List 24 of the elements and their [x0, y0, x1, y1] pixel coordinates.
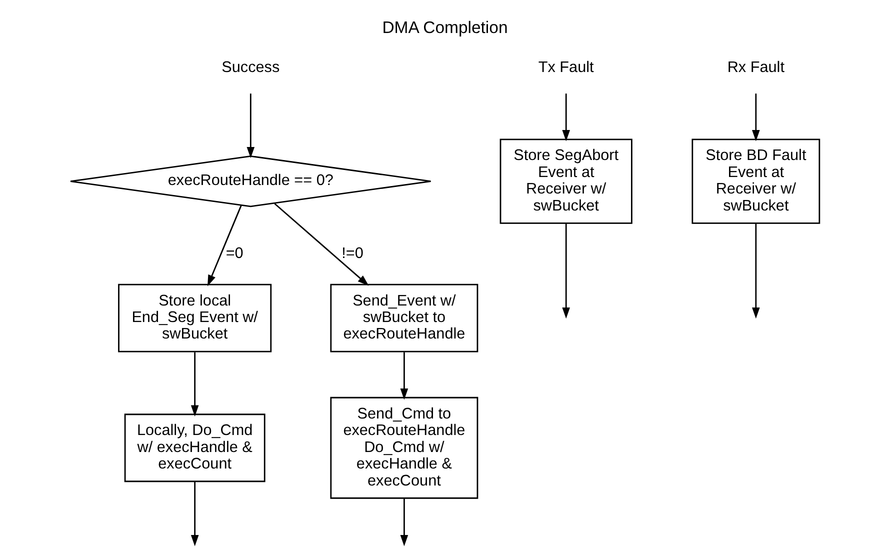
node-box: Locally, Do_Cmd w/ execHandle & execCount [124, 414, 265, 482]
diagram-title: DMA Completion [382, 18, 508, 37]
arrow [207, 205, 242, 286]
arrow [400, 498, 408, 546]
node-box: Store BD Fault Event at Receiver w/ swBucket [691, 138, 820, 224]
node-box: Send_Event w/ swBucket to execRouteHandle [330, 284, 478, 352]
arrow [562, 94, 570, 142]
arrow [400, 352, 408, 400]
node-box: Send_Cmd to execRouteHandle Do_Cmd w/ execHandle & execCount [330, 396, 478, 499]
node-text: Success [221, 59, 280, 76]
node-box: Store SegAbort Event at Receiver w/ swBucket [499, 138, 632, 224]
arrow [274, 203, 368, 286]
node-text: Tx Fault [538, 59, 594, 76]
arrow [752, 94, 760, 142]
arrow [190, 481, 198, 546]
node-diamond: execRouteHandle == 0? [69, 155, 431, 208]
node-box: Store local End_Seg Event w/ swBucket [118, 284, 272, 352]
edge-label: =0 [225, 244, 243, 262]
arrow [562, 223, 570, 319]
node-text: Rx Fault [726, 59, 784, 76]
arrow [752, 223, 760, 319]
arrow [190, 352, 198, 416]
edge-label: !=0 [341, 244, 363, 262]
arrow [246, 94, 254, 158]
